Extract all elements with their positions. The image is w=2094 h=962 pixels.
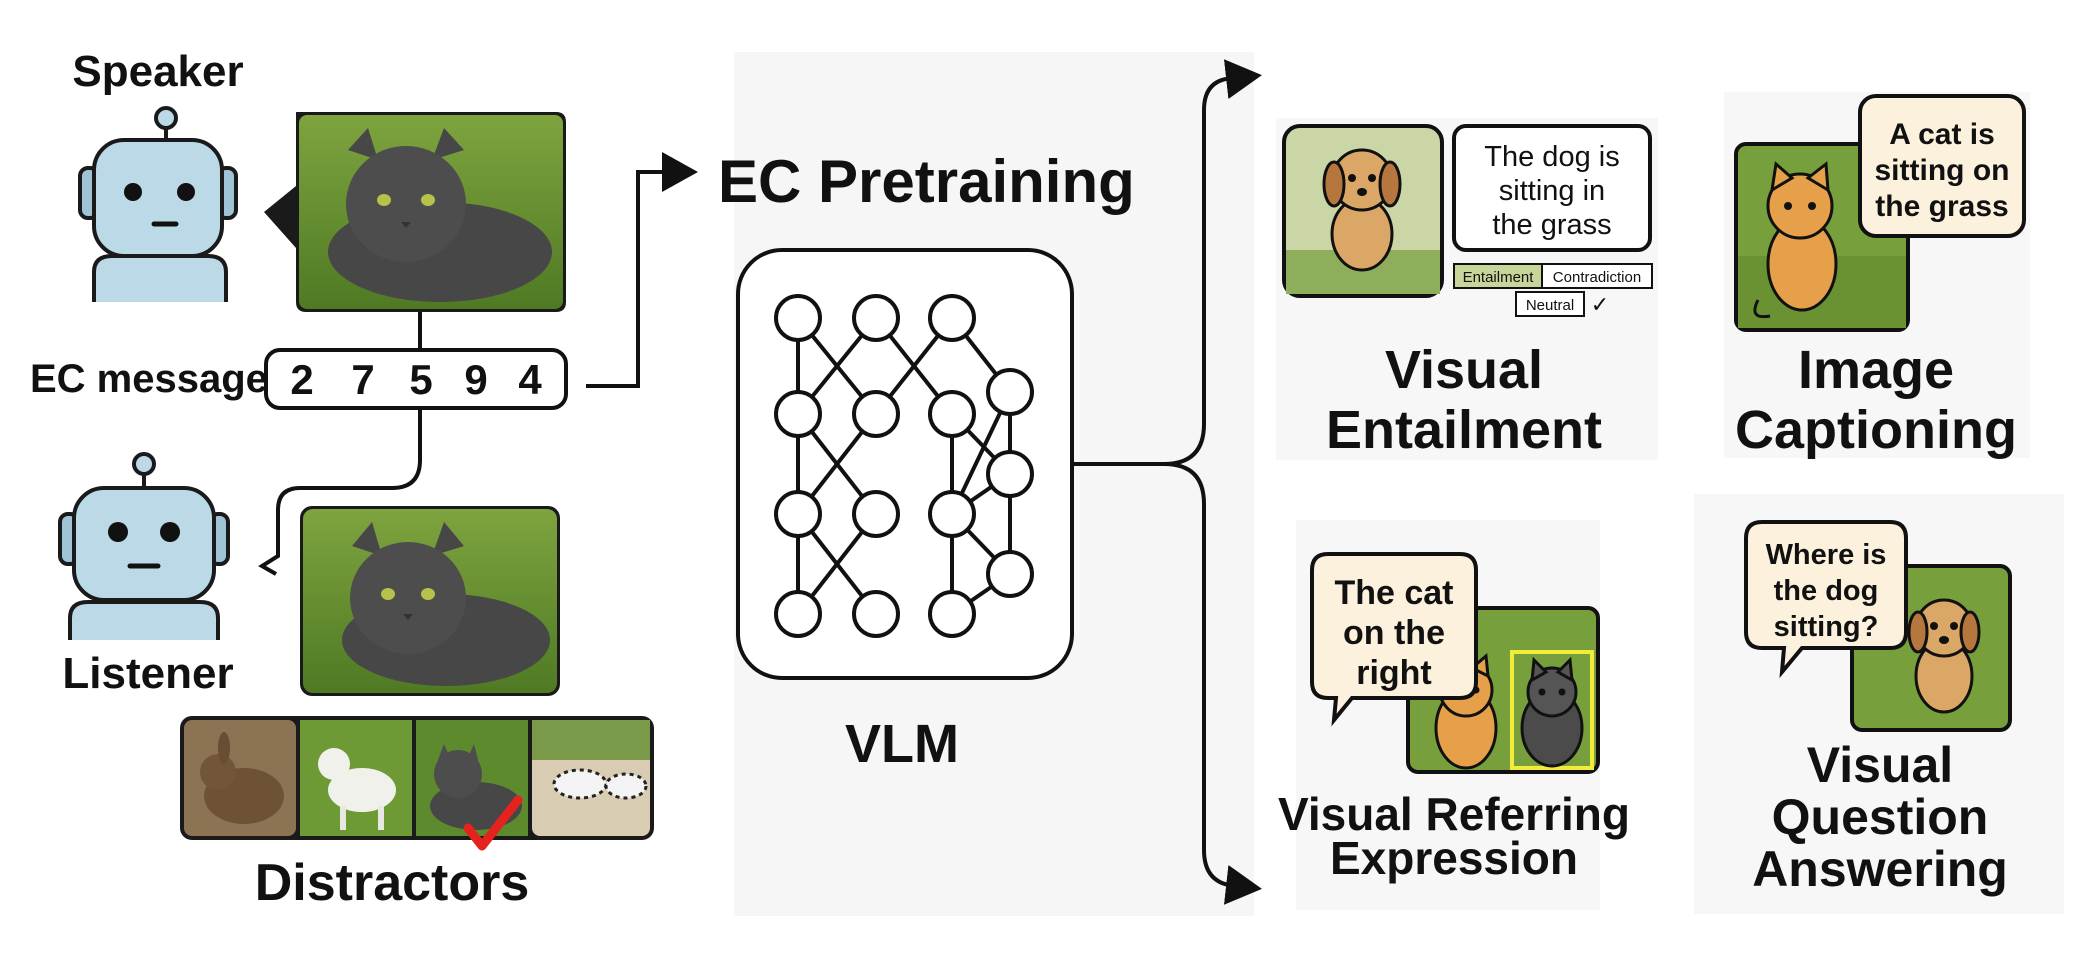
vlm-network-icon	[736, 248, 1074, 680]
ve-caption-box	[1452, 124, 1652, 252]
vlm-to-tasks-arrow	[1072, 59, 1262, 905]
ic-title-line1: Image	[1798, 340, 1954, 400]
message-digit-2: 7	[351, 356, 374, 403]
ve-title-line2: Entailment	[1326, 400, 1602, 460]
distractor-zebra-image	[532, 720, 650, 836]
ve-title-line1: Visual	[1385, 340, 1543, 400]
distractor-cat-image	[416, 720, 528, 836]
message-digit-3: 5	[409, 356, 432, 403]
vr-speech-bubble	[1310, 552, 1478, 727]
correct-check-icon	[463, 795, 523, 851]
target-cat-image	[328, 128, 552, 302]
ic-title-line2: Captioning	[1735, 400, 2017, 460]
ec-message-label: EC message	[30, 357, 268, 401]
vr-title-line1: Visual Referring	[1278, 788, 1630, 840]
message-digit-5: 4	[518, 356, 542, 403]
message-digit-4: 9	[464, 356, 487, 403]
message-to-listener-line	[258, 408, 422, 576]
vr-gray-cat-image	[1520, 656, 1584, 768]
listener-cat-image	[342, 522, 550, 686]
ve-caption-line1: The dog is	[1484, 141, 1619, 173]
vqa-bubble-line1: Where is	[1766, 539, 1887, 571]
speaker-label: Speaker	[72, 47, 243, 96]
vqa-bubble-line3: sitting?	[1774, 611, 1879, 643]
ve-option-entailment-box	[1453, 263, 1543, 289]
ic-caption-line3: the grass	[1875, 190, 2008, 223]
listener-robot-icon	[58, 452, 230, 640]
vr-bubble-line1: The cat	[1334, 574, 1453, 612]
ic-caption-line2: sitting on	[1875, 154, 2010, 187]
distractors-label: Distractors	[255, 854, 530, 912]
vr-title-line2: Expression	[1330, 832, 1578, 884]
distractor-goat-image	[300, 720, 412, 836]
vlm-label: VLM	[845, 714, 959, 774]
vqa-bubble-line2: the dog	[1774, 575, 1879, 607]
ve-caption-line3: the grass	[1492, 209, 1611, 241]
vr-bubble-line3: right	[1356, 654, 1432, 692]
distractor-rabbit-image	[184, 720, 296, 836]
ec-pretraining-label: EC Pretraining	[718, 148, 1135, 215]
vqa-speech-bubble	[1744, 520, 1908, 679]
vqa-title-line2: Question	[1772, 789, 1989, 845]
ve-option-entailment: Entailment	[1463, 269, 1535, 286]
speaker-robot-icon	[78, 106, 238, 302]
vqa-title-line3: Answering	[1752, 841, 2008, 897]
ve-option-contradiction: Contradiction	[1553, 269, 1641, 286]
vqa-title-line1: Visual	[1807, 737, 1953, 793]
vr-highlight-box	[1510, 650, 1594, 770]
ic-caption-line1: A cat is	[1889, 118, 1995, 151]
ve-option-contradiction-box	[1541, 263, 1653, 289]
ic-caption-bubble	[1858, 94, 2026, 238]
ve-caption-line2: sitting in	[1499, 175, 1605, 207]
listener-label: Listener	[62, 649, 233, 698]
ve-check-icon: ✓	[1591, 292, 1609, 317]
message-to-pretraining-arrow	[586, 152, 698, 388]
ve-dog-image	[1282, 124, 1444, 298]
ve-option-neutral: Neutral	[1526, 297, 1574, 314]
ec-message-box	[264, 348, 568, 410]
vr-bubble-line2: on the	[1343, 614, 1445, 652]
ve-option-neutral-box	[1515, 291, 1585, 317]
message-digit-1: 2	[290, 356, 313, 403]
